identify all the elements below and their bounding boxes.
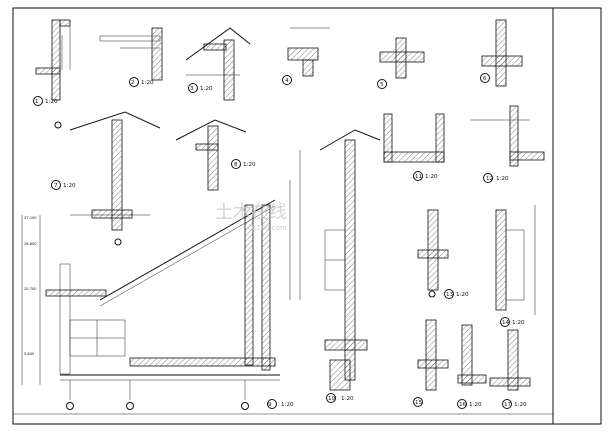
detail-label-3: 3: [190, 86, 194, 92]
detail-12: [470, 105, 545, 183]
detail-scale-11: 1:20: [425, 174, 438, 180]
detail-2: [99, 27, 163, 87]
detail-scale-1: 1:20: [45, 99, 58, 105]
detail-17: [489, 329, 531, 409]
detail-label-16: 16: [459, 402, 467, 408]
detail-5: [377, 37, 425, 89]
detail-label-1: 1: [35, 99, 39, 105]
detail-11: [383, 113, 445, 181]
detail-label-2: 2: [131, 80, 135, 86]
detail-6: [480, 19, 523, 87]
detail-scale-9: 1:20: [281, 402, 294, 408]
detail-label-11: 11: [415, 174, 423, 180]
detail-label-17: 17: [504, 402, 512, 408]
watermark-sub: co188.com: [248, 224, 287, 232]
detail-scale-2: 1:20: [141, 80, 154, 86]
detail-label-14: 14: [502, 320, 510, 326]
detail-label-5: 5: [380, 82, 384, 88]
detail-label-15: 15: [415, 400, 423, 406]
watermark: 土木在线: [215, 202, 287, 223]
detail-4: [282, 27, 330, 85]
detail-scale-3: 1:20: [200, 86, 213, 92]
detail-scale-7: 1:20: [63, 183, 76, 189]
detail-scale-13: 1:20: [456, 292, 469, 298]
detail-scale-14: 1:20: [512, 320, 525, 326]
level-mark: 26.600: [24, 242, 37, 246]
detail-label-12: 12: [486, 176, 493, 182]
detail-10: [299, 129, 381, 403]
detail-scale-16: 1:20: [469, 402, 482, 408]
detail-16: [457, 324, 487, 409]
sheet-frame: [12, 7, 602, 425]
detail-label-10: 10: [328, 396, 336, 402]
detail-label-8: 8: [234, 162, 238, 168]
detail-label-7: 7: [54, 183, 58, 189]
detail-scale-8: 1:20: [243, 162, 256, 168]
detail-3: [185, 27, 251, 101]
level-mark: 37.100: [24, 216, 37, 220]
detail-9: [21, 199, 280, 410]
detail-scale-10: 1:20: [341, 396, 354, 402]
detail-8: [175, 119, 247, 191]
detail-13: [417, 209, 454, 299]
detail-label-6: 6: [483, 76, 487, 82]
detail-label-4: 4: [285, 78, 289, 84]
detail-14: [495, 209, 525, 327]
detail-scale-17: 1:20: [514, 402, 527, 408]
detail-15: [413, 319, 449, 407]
detail-scale-12: 1:20: [496, 176, 509, 182]
detail-label-9: 9: [268, 402, 272, 408]
level-mark: 20.700: [24, 287, 37, 291]
detail-7: [51, 111, 161, 246]
detail-1: [33, 19, 71, 129]
level-mark: 5.800: [24, 352, 35, 356]
detail-label-13: 13: [446, 292, 454, 298]
